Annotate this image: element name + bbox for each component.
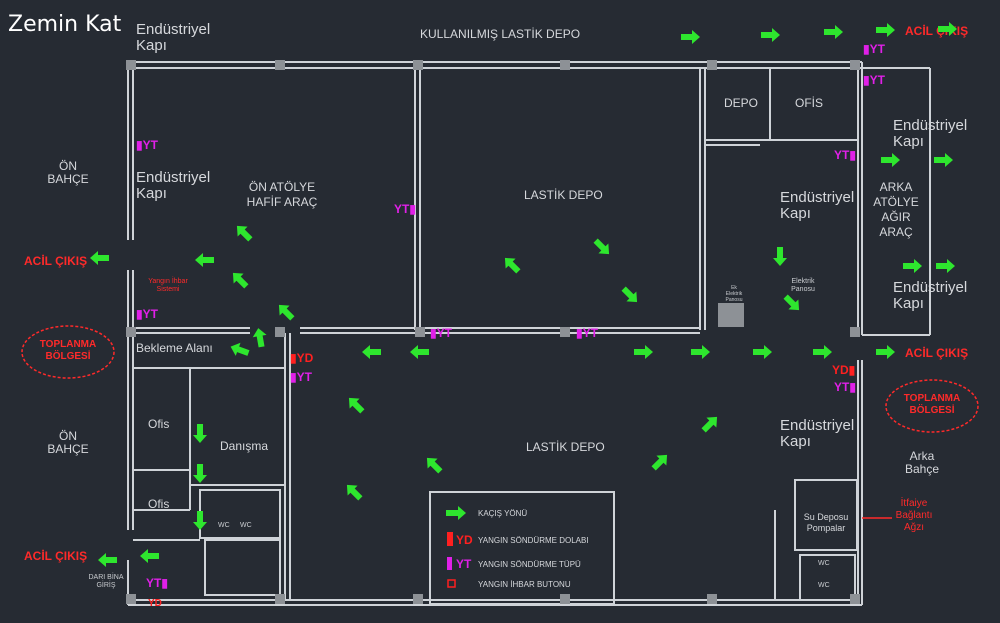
- room-kullanilmis-lastik-depo: KULLANILMIŞ LASTİK DEPO: [420, 27, 581, 41]
- escape-arrow: [753, 345, 772, 359]
- escape-arrow: [346, 484, 363, 501]
- escape-arrow: [193, 464, 207, 483]
- escape-arrow: [193, 424, 207, 443]
- legend-yd-label: YD: [456, 533, 473, 547]
- room-ofis-2: Ofis: [148, 497, 170, 511]
- extinguisher-4: ▮YT: [863, 73, 885, 87]
- escape-arrow: [773, 247, 787, 266]
- extinguisher-3: ▮YT: [863, 42, 885, 56]
- legend-dolap: YANGIN SÖNDÜRME DOLABI: [478, 536, 589, 545]
- legend-kacis-yonu: KAÇIŞ YÖNÜ: [478, 509, 528, 518]
- wc-right-1: WC: [818, 560, 830, 567]
- escape-arrow: [236, 225, 253, 242]
- escape-arrow: [504, 257, 521, 274]
- door-endustriyel-right-top: Endüstriyel Kapı: [780, 189, 855, 222]
- escape-arrow: [90, 251, 109, 265]
- outdoor-on-bahce-top: ÖN BAHÇE: [47, 159, 89, 186]
- door-endustriyel-annex-top: Endüstriyel Kapı: [893, 117, 968, 150]
- escape-arrow: [362, 345, 381, 359]
- escape-arrow: [701, 416, 718, 433]
- extinguisher-6: ▮YT: [136, 307, 158, 321]
- escape-arrow: [621, 286, 638, 303]
- escape-arrow: [881, 153, 900, 167]
- escape-arrow: [348, 397, 365, 414]
- extinguisher-5: YT▮: [834, 148, 856, 162]
- acil-cikis-left-bottom: ACİL ÇIKIŞ: [24, 549, 88, 563]
- escape-arrow: [681, 30, 700, 44]
- toplanma-bolgesi-left: TOPLANMA BÖLGESİ: [39, 339, 97, 362]
- escape-arrow: [651, 454, 668, 471]
- escape-arrow: [903, 259, 922, 273]
- room-elektrik-panosu: Elektrik Panosu: [791, 278, 815, 293]
- room-su-deposu: Su Deposu Pompalar: [803, 512, 849, 533]
- door-endustriyel-left: Endüstriyel Kapı: [136, 169, 211, 202]
- room-dari-bina: DARI BİNA GİRİŞ: [88, 574, 124, 589]
- wc-left-1: WC: [218, 522, 230, 529]
- escape-arrow: [761, 28, 780, 42]
- yangin-ihbar-sistemi: Yangın İhbar Sistemi: [148, 278, 188, 293]
- escape-arrow: [691, 345, 710, 359]
- acil-cikis-right: ACİL ÇIKIŞ: [905, 346, 969, 360]
- extinguisher-8: ▮YT: [576, 326, 598, 340]
- room-arka-atolye: ARKA ATÖLYE AĞIR ARAÇ: [873, 180, 919, 239]
- extinguisher-2: YT▮: [394, 202, 416, 216]
- room-lastik-depo-top: LASTİK DEPO: [524, 188, 603, 202]
- toplanma-bolgesi-right: TOPLANMA BÖLGESİ: [903, 393, 961, 416]
- escape-arrow: [934, 153, 953, 167]
- escape-arrow: [876, 23, 895, 37]
- door-endustriyel-top-left: Endüstriyel Kapı: [136, 21, 211, 54]
- fire-cabinet-1: ▮YD: [290, 351, 314, 365]
- extinguisher-9: ▮YT: [290, 370, 312, 384]
- escape-arrow: [98, 553, 117, 567]
- extinguisher-10: YT▮: [834, 380, 856, 394]
- escape-arrow: [634, 345, 653, 359]
- escape-arrow: [278, 304, 295, 321]
- wc-right-2: WC: [818, 582, 830, 589]
- escape-arrow: [783, 294, 800, 311]
- room-ofis-top: OFİS: [795, 96, 824, 110]
- extinguisher-7: ▮YT: [430, 326, 452, 340]
- escape-arrow: [193, 511, 207, 530]
- escape-arrow: [593, 238, 610, 255]
- escape-arrow: [195, 253, 214, 267]
- acil-cikis-left-top: ACİL ÇIKIŞ: [24, 254, 88, 268]
- door-endustriyel-annex-bottom: Endüstriyel Kapı: [893, 279, 968, 312]
- escape-arrow: [252, 328, 267, 348]
- outdoor-on-bahce-bottom: ÖN BAHÇE: [47, 429, 89, 456]
- room-ofis-1: Ofis: [148, 417, 170, 431]
- escape-arrow: [813, 345, 832, 359]
- itfaiye-baglanti: İtfaiye Bağlantı Ağzı: [895, 498, 933, 533]
- escape-arrow: [426, 457, 443, 474]
- legend-ihbar-butonu: YANGIN İHBAR BUTONU: [478, 580, 571, 589]
- escape-arrow: [410, 345, 429, 359]
- room-on-atolye: ÖN ATÖLYE HAFİF ARAÇ: [246, 180, 318, 209]
- room-lastik-depo-bottom: LASTİK DEPO: [526, 440, 605, 454]
- escape-arrow: [938, 22, 957, 36]
- escape-arrow: [876, 345, 895, 359]
- extinguisher-1: ▮YT: [136, 138, 158, 152]
- escape-arrow: [140, 549, 159, 563]
- door-endustriyel-right-bottom: Endüstriyel Kapı: [780, 417, 855, 450]
- legend-tup: YANGIN SÖNDÜRME TÜPÜ: [478, 560, 581, 569]
- outdoor-arka-bahce: Arka Bahçe: [904, 449, 940, 476]
- escape-arrow: [230, 342, 250, 356]
- escape-arrow: [824, 25, 843, 39]
- escape-arrow: [232, 272, 249, 289]
- room-bekleme: Bekleme Alanı: [136, 341, 213, 355]
- room-elektrik-panosu-small: Ek Elektrik Panosu: [725, 285, 743, 303]
- room-depo: DEPO: [724, 96, 759, 110]
- escape-arrow: [936, 259, 955, 273]
- fire-cabinet-3: YD: [148, 598, 162, 609]
- extinguisher-11: YT▮: [146, 576, 168, 590]
- room-danisma: Danışma: [220, 439, 269, 453]
- fire-cabinet-2: YD▮: [832, 363, 856, 377]
- legend-yt-label: YT: [456, 557, 472, 571]
- wc-left-2: WC: [240, 522, 252, 529]
- plan-title: Zemin Kat: [8, 12, 122, 37]
